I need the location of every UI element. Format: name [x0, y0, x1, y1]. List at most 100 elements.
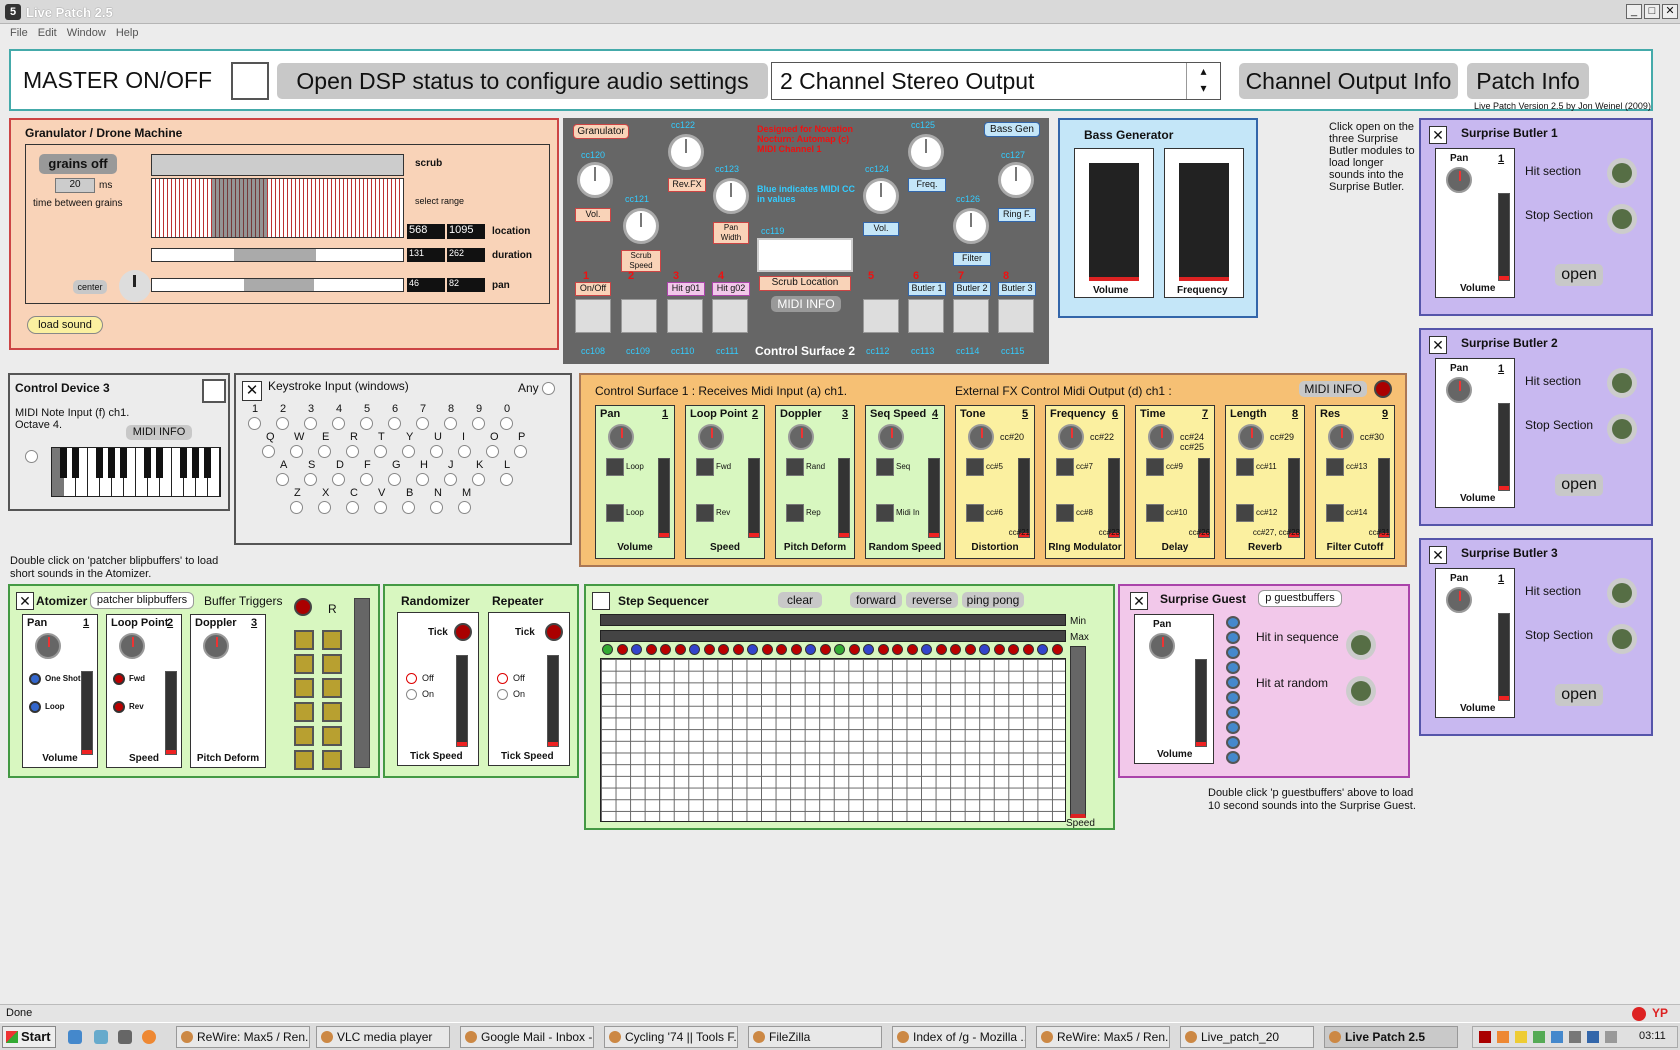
task-rewire-2[interactable]: ReWire: Max5 / Ren...: [1036, 1026, 1170, 1048]
butler-2-open-button[interactable]: open: [1555, 474, 1603, 496]
atom-module-1-slider[interactable]: [81, 671, 93, 755]
buffer-trigger-4-0[interactable]: [294, 726, 314, 746]
step-led-9[interactable]: [718, 644, 729, 655]
forward-button[interactable]: forward: [850, 592, 902, 608]
black-key[interactable]: [156, 448, 163, 478]
keystroke-enable-checkbox[interactable]: ✕: [242, 381, 262, 401]
hit-g01-button[interactable]: Hit g01: [667, 282, 705, 296]
cs1-module-3-button-b[interactable]: [786, 504, 804, 522]
cs1-module-4-knob[interactable]: [878, 424, 904, 450]
location-end-number[interactable]: 1095: [447, 224, 485, 239]
buffer-trigger-5-1[interactable]: [322, 750, 342, 770]
duration-start-number[interactable]: 131: [407, 248, 445, 262]
step-led-16[interactable]: [819, 644, 831, 655]
close-button[interactable]: ✕: [1662, 4, 1678, 19]
step-led-30[interactable]: [1022, 644, 1034, 655]
clear-button[interactable]: clear: [778, 592, 822, 608]
cs2-pad-7[interactable]: [953, 299, 989, 333]
cs1-module-9-slider[interactable]: [1378, 458, 1390, 538]
black-key[interactable]: [144, 448, 151, 478]
cs1-module-9-button-b[interactable]: [1326, 504, 1344, 522]
cs2-knob-1[interactable]: [577, 162, 613, 198]
step-led-32[interactable]: [1051, 644, 1063, 655]
step-led-22[interactable]: [906, 644, 918, 655]
black-key[interactable]: [96, 448, 103, 478]
load-sound-button[interactable]: load sound: [27, 316, 103, 334]
cs1-module-6-knob[interactable]: [1058, 424, 1084, 450]
cs1-module-6-slider[interactable]: [1108, 458, 1120, 538]
butler-2-enable-checkbox[interactable]: ✕: [1429, 336, 1447, 354]
butler-2-pan-knob[interactable]: [1446, 377, 1472, 403]
step-led-11[interactable]: [747, 644, 758, 655]
tray-icon-2[interactable]: [1497, 1031, 1509, 1043]
randomizer-on-radio[interactable]: [406, 689, 417, 700]
butler-1-enable-checkbox[interactable]: ✕: [1429, 126, 1447, 144]
step-led-24[interactable]: [935, 644, 947, 655]
cs2-knob-7[interactable]: [953, 208, 989, 244]
p-guestbuffers-object[interactable]: p guestbuffers: [1258, 590, 1342, 607]
task-index-mozilla[interactable]: Index of /g - Mozilla ...: [892, 1026, 1026, 1048]
buffer-trigger-5-0[interactable]: [294, 750, 314, 770]
task-cycling74[interactable]: Cycling '74 || Tools F...: [604, 1026, 738, 1048]
butler-1-open-button[interactable]: open: [1555, 264, 1603, 286]
cs1-module-7-slider[interactable]: [1198, 458, 1210, 538]
cs1-midi-info-button[interactable]: MIDI INFO: [1299, 381, 1367, 397]
step-led-2[interactable]: [616, 644, 628, 655]
butler-1-volume-slider[interactable]: [1498, 193, 1510, 281]
on-off-button[interactable]: On/Off: [575, 282, 611, 296]
cs1-module-7-knob[interactable]: [1148, 424, 1174, 450]
guest-volume-slider[interactable]: [1195, 659, 1207, 747]
atom-module-2-slider[interactable]: [165, 671, 177, 755]
hit-g02-button[interactable]: Hit g02: [712, 282, 750, 296]
cs1-module-4-button-b[interactable]: [876, 504, 894, 522]
buffer-trigger-1-1[interactable]: [322, 654, 342, 674]
quicklaunch-firefox-icon[interactable]: [142, 1030, 156, 1044]
butler-3-enable-checkbox[interactable]: ✕: [1429, 546, 1447, 564]
cs1-module-1-button-b[interactable]: [606, 504, 624, 522]
control-device-3-toggle[interactable]: [202, 379, 226, 403]
step-led-15[interactable]: [805, 644, 816, 655]
black-key[interactable]: [180, 448, 187, 478]
cs1-module-7-button-b[interactable]: [1146, 504, 1164, 522]
repeater-speed-slider[interactable]: [547, 655, 559, 747]
butler-1-button[interactable]: Butler 1: [908, 282, 946, 296]
step-led-7[interactable]: [689, 644, 700, 655]
select-stepper-icon[interactable]: ▴▾: [1186, 63, 1220, 99]
menu-help[interactable]: Help: [115, 27, 139, 39]
reverse-button[interactable]: reverse: [906, 592, 958, 608]
output-select[interactable]: 2 Channel Stereo Output▴▾: [771, 62, 1221, 100]
cs1-module-2-button-b[interactable]: [696, 504, 714, 522]
cs1-module-9-knob[interactable]: [1328, 424, 1354, 450]
guest-enable-checkbox[interactable]: ✕: [1130, 592, 1148, 610]
butler-3-volume-slider[interactable]: [1498, 613, 1510, 701]
task-live-patch-25[interactable]: Live Patch 2.5: [1324, 1026, 1458, 1048]
step-led-21[interactable]: [892, 644, 903, 655]
butler-1-stop-led[interactable]: [1607, 204, 1637, 234]
tray-icon-6[interactable]: [1569, 1031, 1581, 1043]
cs2-knob-4[interactable]: [713, 178, 749, 214]
buffer-trigger-4-1[interactable]: [322, 726, 342, 746]
cs1-module-1-button-a[interactable]: [606, 458, 624, 476]
cs1-module-3-slider[interactable]: [838, 458, 850, 538]
location-start-number[interactable]: 568: [407, 224, 445, 239]
cs2-knob-5[interactable]: [863, 178, 899, 214]
step-led-10[interactable]: [732, 644, 744, 655]
cs1-module-7-button-a[interactable]: [1146, 458, 1164, 476]
pan-range[interactable]: [244, 279, 314, 291]
butler-3-stop-led[interactable]: [1607, 624, 1637, 654]
cs1-module-8-slider[interactable]: [1288, 458, 1300, 538]
step-led-23[interactable]: [921, 644, 932, 655]
cs1-module-6-button-a[interactable]: [1056, 458, 1074, 476]
cs1-module-4-button-a[interactable]: [876, 458, 894, 476]
quicklaunch-ie-icon[interactable]: [68, 1030, 82, 1044]
repeater-off-radio[interactable]: [497, 673, 508, 684]
butler-2-button[interactable]: Butler 2: [953, 282, 991, 296]
buffer-trigger-2-1[interactable]: [322, 678, 342, 698]
master-toggle[interactable]: [231, 62, 269, 100]
menu-window[interactable]: Window: [66, 27, 106, 39]
step-led-12[interactable]: [761, 644, 773, 655]
butler-1-hit-led[interactable]: [1607, 158, 1637, 188]
cs1-module-1-slider[interactable]: [658, 458, 670, 538]
tray-icon-5[interactable]: [1551, 1031, 1563, 1043]
cs2-knob-2[interactable]: [623, 208, 659, 244]
